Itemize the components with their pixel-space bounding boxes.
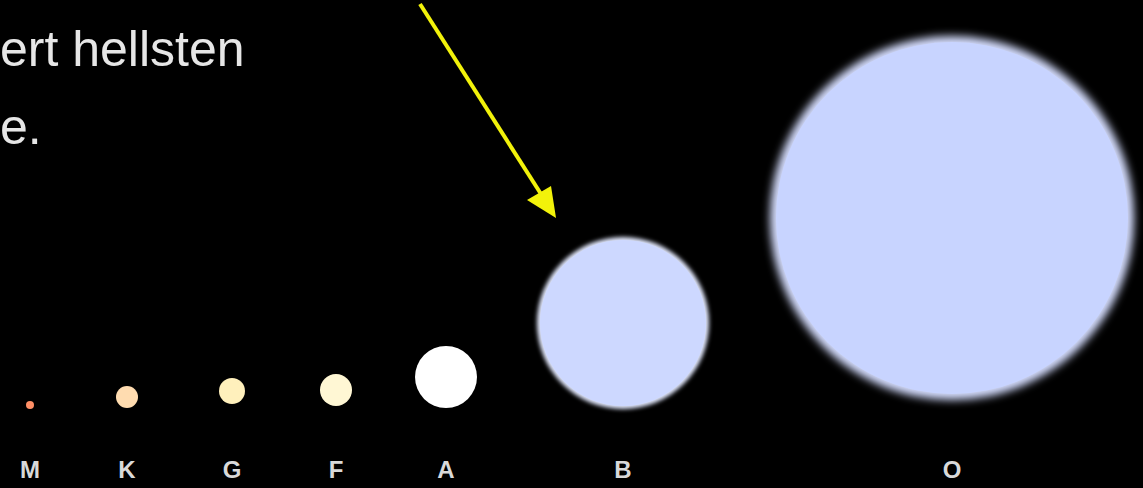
o-star-glow [770,36,1134,400]
arrow-head [527,186,556,218]
spectral-class: B [614,458,631,482]
heading-fragment: e. [0,102,42,152]
spectral-class: G [223,458,242,482]
f-star [320,374,352,406]
m-star [26,401,34,409]
b-star [540,240,706,406]
pointer-arrow [420,4,541,194]
heading-fragment: ert hellsten [0,24,245,74]
spectral-class: O [943,458,962,482]
g-star [219,378,245,404]
spectral-class: F [329,458,344,482]
o-star [776,42,1128,394]
a-star [415,346,477,408]
k-star [116,386,138,408]
spectral-class: M [20,458,40,482]
spectral-class: K [118,458,135,482]
spectral-class: A [437,458,454,482]
b-star-glow [537,237,709,409]
